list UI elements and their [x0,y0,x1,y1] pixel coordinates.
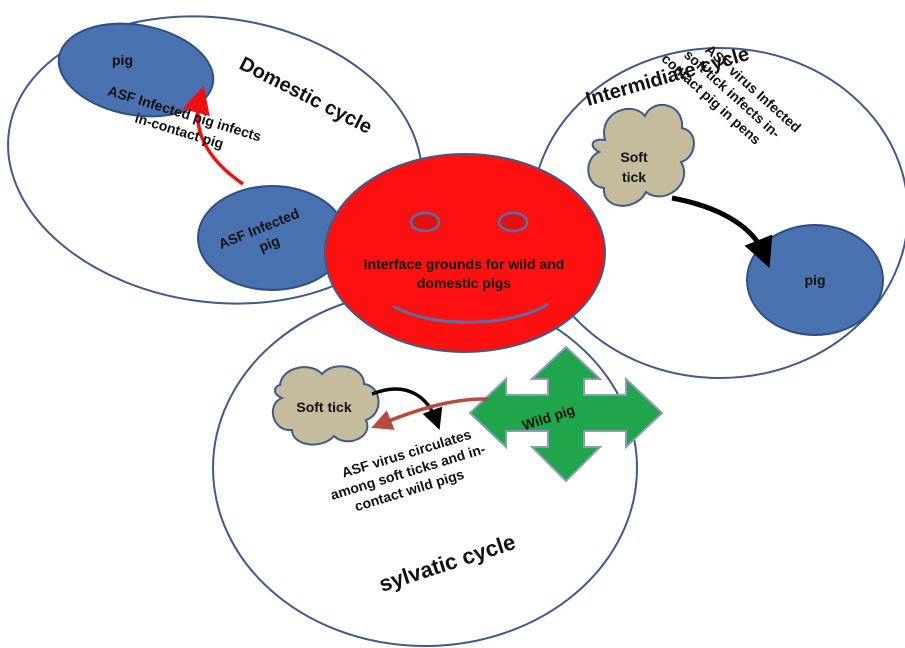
interface-label-line2: domestic pigs [417,275,511,291]
sylvatic-soft-tick-node [272,365,380,446]
intermediate-pig-node [746,224,884,336]
intermediate-soft-tick-node [587,104,695,207]
interface-ground-node [324,153,606,353]
intermediate-soft-tick-label-line2: tick [622,169,646,185]
sylvatic-tick-to-pig-arrow [371,387,443,430]
wild-pig-node [468,345,664,483]
domestic-pig-node [57,22,215,118]
sylvatic-soft-tick-label: Soft tick [296,399,351,415]
intermediate-pig-label: pig [805,272,826,288]
domestic-pig-label: pig [112,52,133,68]
sylvatic-pig-to-tick-arrow [371,397,489,430]
domestic-transmission-arrow [182,85,244,186]
interface-label-line1: Interface grounds for wild and [364,256,565,272]
smile-mouth [392,302,549,324]
domestic-infected-pig-label-line2: pig [256,232,281,255]
intermediate-soft-tick-label-line1: Soft [620,149,648,165]
left-eye [409,211,441,233]
right-eye [497,211,529,233]
intermediate-transmission-arrow [671,195,773,268]
